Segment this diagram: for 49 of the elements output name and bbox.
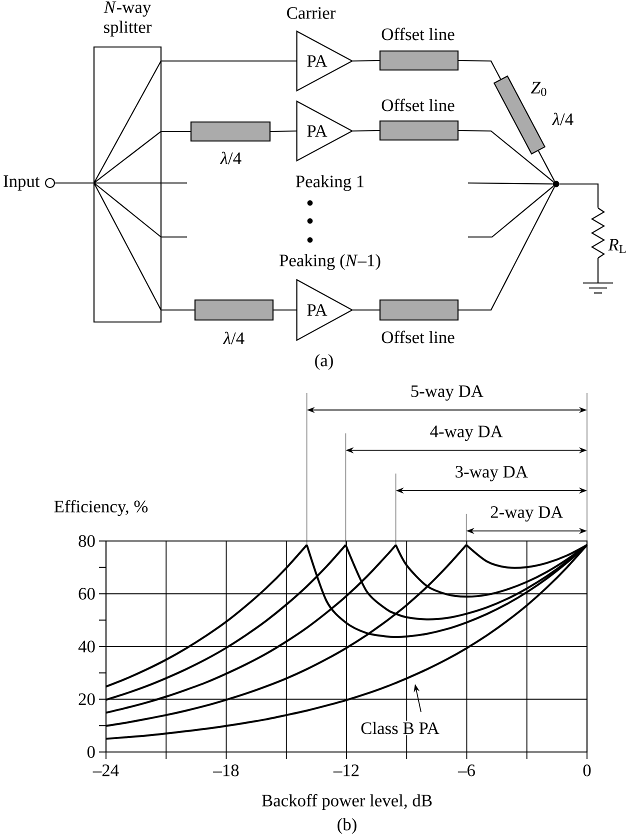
wire [458,186,555,311]
stage-label: Carrier [287,7,336,19]
range-label: 5-way DA [411,385,484,401]
stage-label: Peaking 1 [296,175,364,191]
wire [458,130,554,182]
terminal-label: Input [4,175,40,191]
line-label: λ/4 [552,112,574,126]
resistor-label: R$_{L}$ [608,238,626,253]
line-label: Offset line [382,28,454,40]
curve-label: Class B PA [360,720,440,736]
x-tick-label: –18 [213,764,239,776]
panel-label: (b) [338,818,356,834]
wire [458,60,502,80]
wire [162,236,187,238]
line-label: λ/4 [223,332,244,344]
line-label: Z$_{0}$ [531,82,546,96]
wire [352,130,380,132]
wire [55,182,94,184]
range-label: 2-way DA [490,506,564,522]
line-label: Offset line [382,330,454,344]
wire [162,182,187,184]
box-heading: N-way splitter [104,1,152,37]
range-label: 4-way DA [430,426,503,441]
wire [162,130,190,132]
x-tick-label: 0 [583,764,591,776]
axis-title: Efficiency, % [54,500,148,516]
wire [468,182,553,184]
wire [162,60,297,62]
y-tick-label: 0 [87,746,95,758]
wire [162,309,194,311]
y-tick-label: 60 [78,588,95,600]
wire [270,130,297,132]
y-tick-label: 20 [78,693,95,706]
wire [559,183,599,208]
x-tick-label: –12 [333,764,359,776]
stage-label: Peaking (N–1) [280,254,380,270]
y-tick-label: 80 [78,535,95,547]
y-tick-label: 40 [78,640,95,652]
line-label: λ/4 [220,152,242,164]
wire [352,309,380,311]
axis-title: Backoff power level, dB [262,794,432,810]
line-label: Offset line [382,98,454,112]
wire [274,309,297,311]
range-label: 3-way DA [456,466,528,482]
x-tick-label: –6 [458,764,475,776]
wire [352,60,380,62]
wire [468,186,554,238]
x-tick-label: –24 [92,764,119,776]
wire [538,150,555,182]
